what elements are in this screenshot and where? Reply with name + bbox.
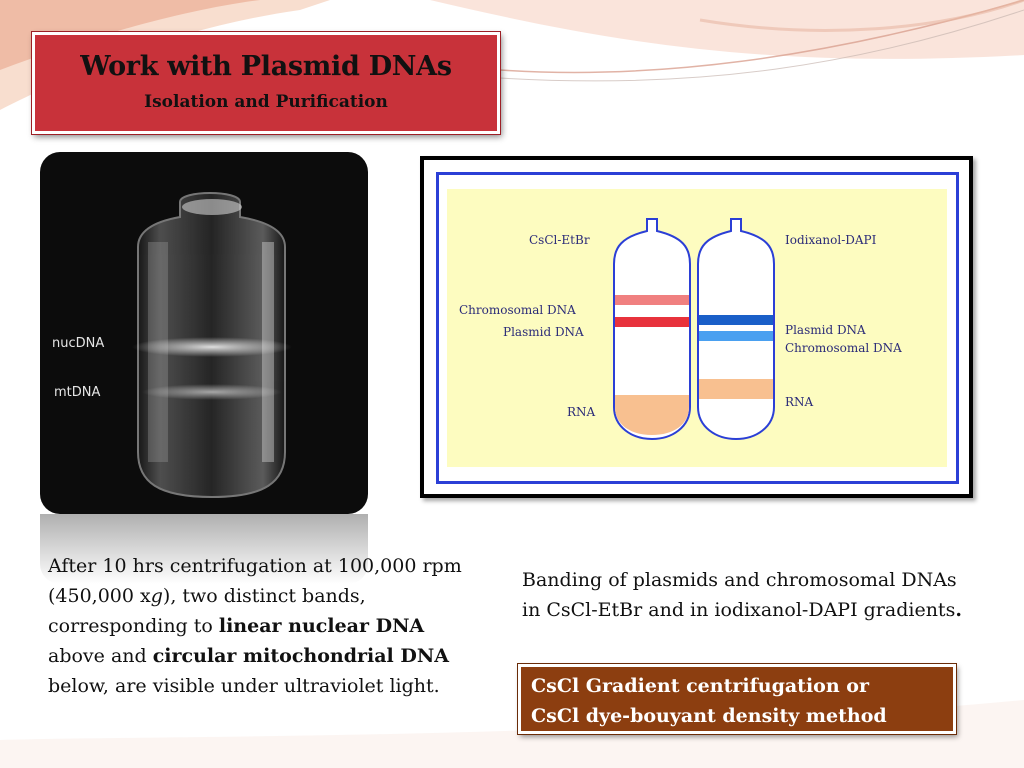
cscl-tube bbox=[613, 218, 691, 441]
right-rna-label: RNA bbox=[785, 395, 814, 409]
cscl-etbr-label: CsCl-EtBr bbox=[529, 233, 590, 247]
tubes-drawing bbox=[613, 218, 775, 441]
page-title: Work with Plasmid DNAs bbox=[80, 51, 452, 82]
left-chromosomal-label: Chromosomal DNA bbox=[459, 303, 576, 317]
caption-text-2: ), two distinct bands, corresponding to bbox=[48, 585, 366, 637]
left-plasmid-band bbox=[615, 317, 689, 327]
right-chromosomal-band bbox=[699, 331, 773, 341]
mtdna-label: mtDNA bbox=[54, 385, 101, 400]
title-box: Work with Plasmid DNAs Isolation and Pur… bbox=[31, 31, 501, 135]
page-subtitle: Isolation and Purification bbox=[144, 92, 388, 112]
diagram-caption-period: . bbox=[955, 599, 962, 621]
nucdna-label: nucDNA bbox=[52, 336, 105, 351]
centrifuge-tube-photo: nucDNA mtDNA bbox=[40, 152, 368, 514]
left-rna-band bbox=[615, 395, 689, 435]
caption-italic-g: g bbox=[150, 585, 163, 607]
left-plasmid-label: Plasmid DNA bbox=[503, 325, 584, 339]
photo-caption: After 10 hrs centrifugation at 100,000 r… bbox=[48, 551, 468, 701]
caption-bold-linear: linear nuclear DNA bbox=[218, 615, 425, 637]
right-plasmid-label: Plasmid DNA bbox=[785, 323, 866, 337]
caption-text-3: above and bbox=[48, 645, 153, 667]
caption-bold-circular: circular mitochondrial DNA bbox=[152, 645, 449, 667]
diagram-caption-text: Banding of plasmids and chromosomal DNAs… bbox=[522, 569, 957, 621]
diagram-border: CsCl-EtBr Iodixanol-DAPI Chromosomal DNA… bbox=[436, 172, 959, 484]
right-rna-band bbox=[699, 379, 773, 399]
right-chromosomal-label: Chromosomal DNA bbox=[785, 341, 902, 355]
iodixanol-dapi-label: Iodixanol-DAPI bbox=[785, 233, 877, 247]
caption-text-1: After 10 hrs centrifugation at 100,000 r… bbox=[48, 555, 462, 607]
diagram-caption: Banding of plasmids and chromosomal DNAs… bbox=[522, 565, 962, 625]
gradient-diagram: CsCl-EtBr Iodixanol-DAPI Chromosomal DNA… bbox=[420, 156, 973, 498]
method-box: CsCl Gradient centrifugation or CsCl dye… bbox=[517, 663, 957, 735]
method-line-2: CsCl dye-bouyant density method bbox=[531, 705, 887, 727]
left-chromosomal-band bbox=[615, 295, 689, 305]
right-plasmid-band bbox=[699, 315, 773, 325]
centrifuge-tube-image bbox=[132, 192, 292, 499]
left-rna-label: RNA bbox=[567, 405, 596, 419]
photo-reflection bbox=[40, 514, 368, 584]
iodixanol-tube bbox=[697, 218, 775, 441]
caption-text-4: below, are visible under ultraviolet lig… bbox=[48, 675, 440, 697]
method-line-1: CsCl Gradient centrifugation or bbox=[531, 675, 869, 697]
diagram-background: CsCl-EtBr Iodixanol-DAPI Chromosomal DNA… bbox=[447, 189, 947, 467]
